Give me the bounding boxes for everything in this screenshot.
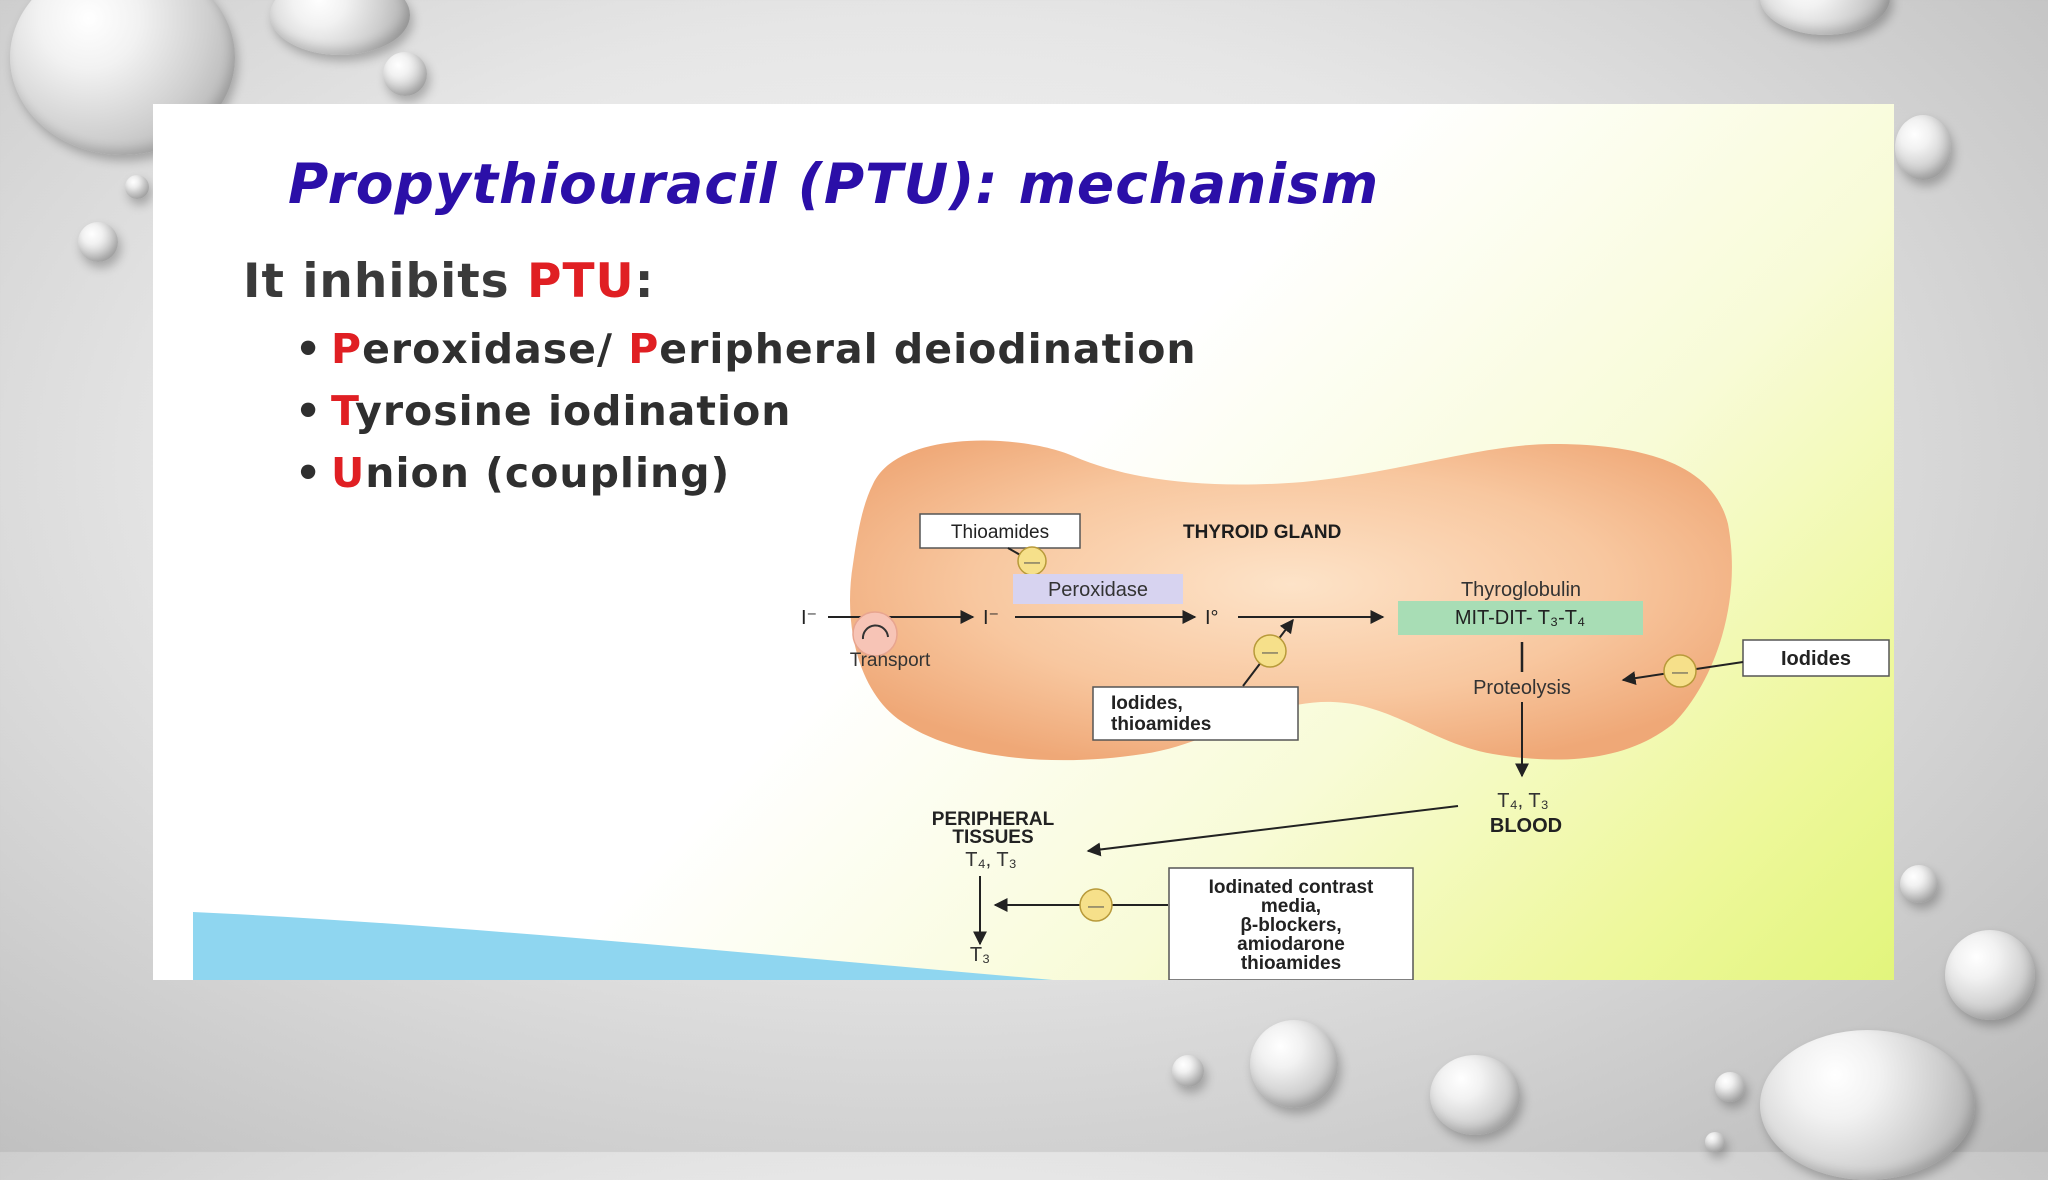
water-droplet — [1760, 1030, 1975, 1180]
water-droplet — [270, 0, 410, 55]
thyroid-gland-label: THYROID GLAND — [1183, 522, 1341, 543]
inhibit-symbol: — — [1024, 554, 1040, 571]
bullet-initial: U — [331, 449, 366, 497]
inhibit-symbol: — — [1672, 664, 1688, 681]
bullet-text: eroxidase/ — [362, 325, 629, 373]
thioamides-box — [919, 513, 1081, 549]
blood-to-tissues-arrow — [1086, 805, 1459, 857]
iodides-box-label: Iodides — [1781, 648, 1851, 670]
contrast-line4: amiodarone — [1237, 934, 1345, 955]
inhibit-symbol: — — [1262, 644, 1278, 661]
bullet-initial: P — [331, 325, 363, 373]
subheading-tail: : — [634, 254, 655, 309]
iodides-thioamides-line2: thioamides — [1111, 714, 1211, 735]
bullet-item: •Peroxidase/ Peripheral deiodination — [295, 318, 1197, 380]
proteolysis-label: Proteolysis — [1473, 677, 1571, 699]
thioamides-label: Thioamides — [951, 522, 1049, 543]
transport-pump-icon — [852, 611, 898, 657]
peroxidase-label: Peroxidase — [1048, 579, 1148, 601]
bullet-glyph: • — [295, 449, 323, 497]
inhibit-circle — [1253, 634, 1287, 668]
water-droplet — [1172, 1055, 1204, 1087]
water-droplet — [1760, 0, 1890, 35]
peripheral-label-line2: TISSUES — [952, 827, 1033, 848]
peripheral-label-line1: PERIPHERAL — [932, 809, 1055, 830]
bullet-initial: T — [331, 387, 356, 435]
water-droplet — [1900, 865, 1938, 903]
water-droplet — [1895, 115, 1951, 180]
bullet-item: •Union (coupling) — [295, 442, 1197, 504]
thyroid-mechanism-diagram: THYROID GLAND Thioamides — Peroxidase I⁻… — [801, 440, 1890, 980]
subheading-lead: It inhibits — [243, 254, 528, 309]
transport-rotate-icon — [861, 624, 889, 640]
blood-hormones-label: T₄, T₃ — [1497, 790, 1549, 812]
bullet-item: •Tyrosine iodination — [295, 380, 1197, 442]
iodides-box — [1742, 639, 1890, 677]
blood-label: BLOOD — [1490, 815, 1562, 837]
peripheral-hormones-label: T₄, T₃ — [965, 849, 1017, 871]
water-droplet — [1945, 930, 2035, 1020]
bullet-text: nion (coupling) — [365, 449, 731, 497]
contrast-line2: media, — [1261, 896, 1321, 917]
mit-dit-label: MIT-DIT- T₃-T₄ — [1455, 607, 1585, 629]
bullet-list: •Peroxidase/ Peripheral deiodination •Ty… — [295, 318, 1197, 504]
water-droplet — [1250, 1020, 1338, 1108]
iodine-label: I° — [1205, 607, 1219, 629]
contrast-line3: β-blockers, — [1240, 915, 1341, 936]
bullet-text: yrosine iodination — [355, 387, 792, 435]
water-droplet — [1715, 1072, 1745, 1102]
water-droplet — [78, 222, 118, 262]
water-droplet — [1430, 1055, 1520, 1135]
water-droplet — [125, 175, 149, 199]
bullet-text: eripheral deiodination — [659, 325, 1197, 373]
decorative-wave — [193, 912, 1053, 980]
thyroglobulin-box — [1398, 601, 1643, 635]
thyroglobulin-label: Thyroglobulin — [1461, 579, 1581, 601]
inhibit-circle — [1079, 888, 1113, 922]
iodides-thioamides-box — [1092, 686, 1299, 741]
bullet-initial: P — [628, 325, 660, 373]
water-droplet — [383, 52, 427, 96]
subheading-highlight: PTU — [527, 254, 635, 309]
t3-label: T₃ — [970, 944, 990, 966]
subheading: It inhibits PTU: — [243, 254, 655, 309]
wave-shape — [193, 912, 1053, 980]
contrast-media-box — [1168, 867, 1414, 980]
slide-title: Propythiouracil (PTU): mechanism — [288, 152, 1380, 216]
contrast-line1: Iodinated contrast — [1209, 877, 1374, 898]
transport-label: Transport — [850, 650, 931, 671]
inhibit-symbol: — — [1088, 898, 1104, 915]
contrast-line5: thioamides — [1241, 953, 1341, 974]
bullet-glyph: • — [295, 325, 323, 373]
slide: Propythiouracil (PTU): mechanism It inhi… — [153, 104, 1894, 980]
iodide-in-label: I⁻ — [801, 607, 817, 629]
inhibit-circle — [1663, 654, 1697, 688]
bullet-glyph: • — [295, 387, 323, 435]
peroxidase-box — [1013, 574, 1183, 604]
iodide-mid-label: I⁻ — [983, 607, 999, 629]
water-droplet — [1705, 1132, 1725, 1152]
iodides-thioamides-line1: Iodides, — [1111, 693, 1183, 714]
